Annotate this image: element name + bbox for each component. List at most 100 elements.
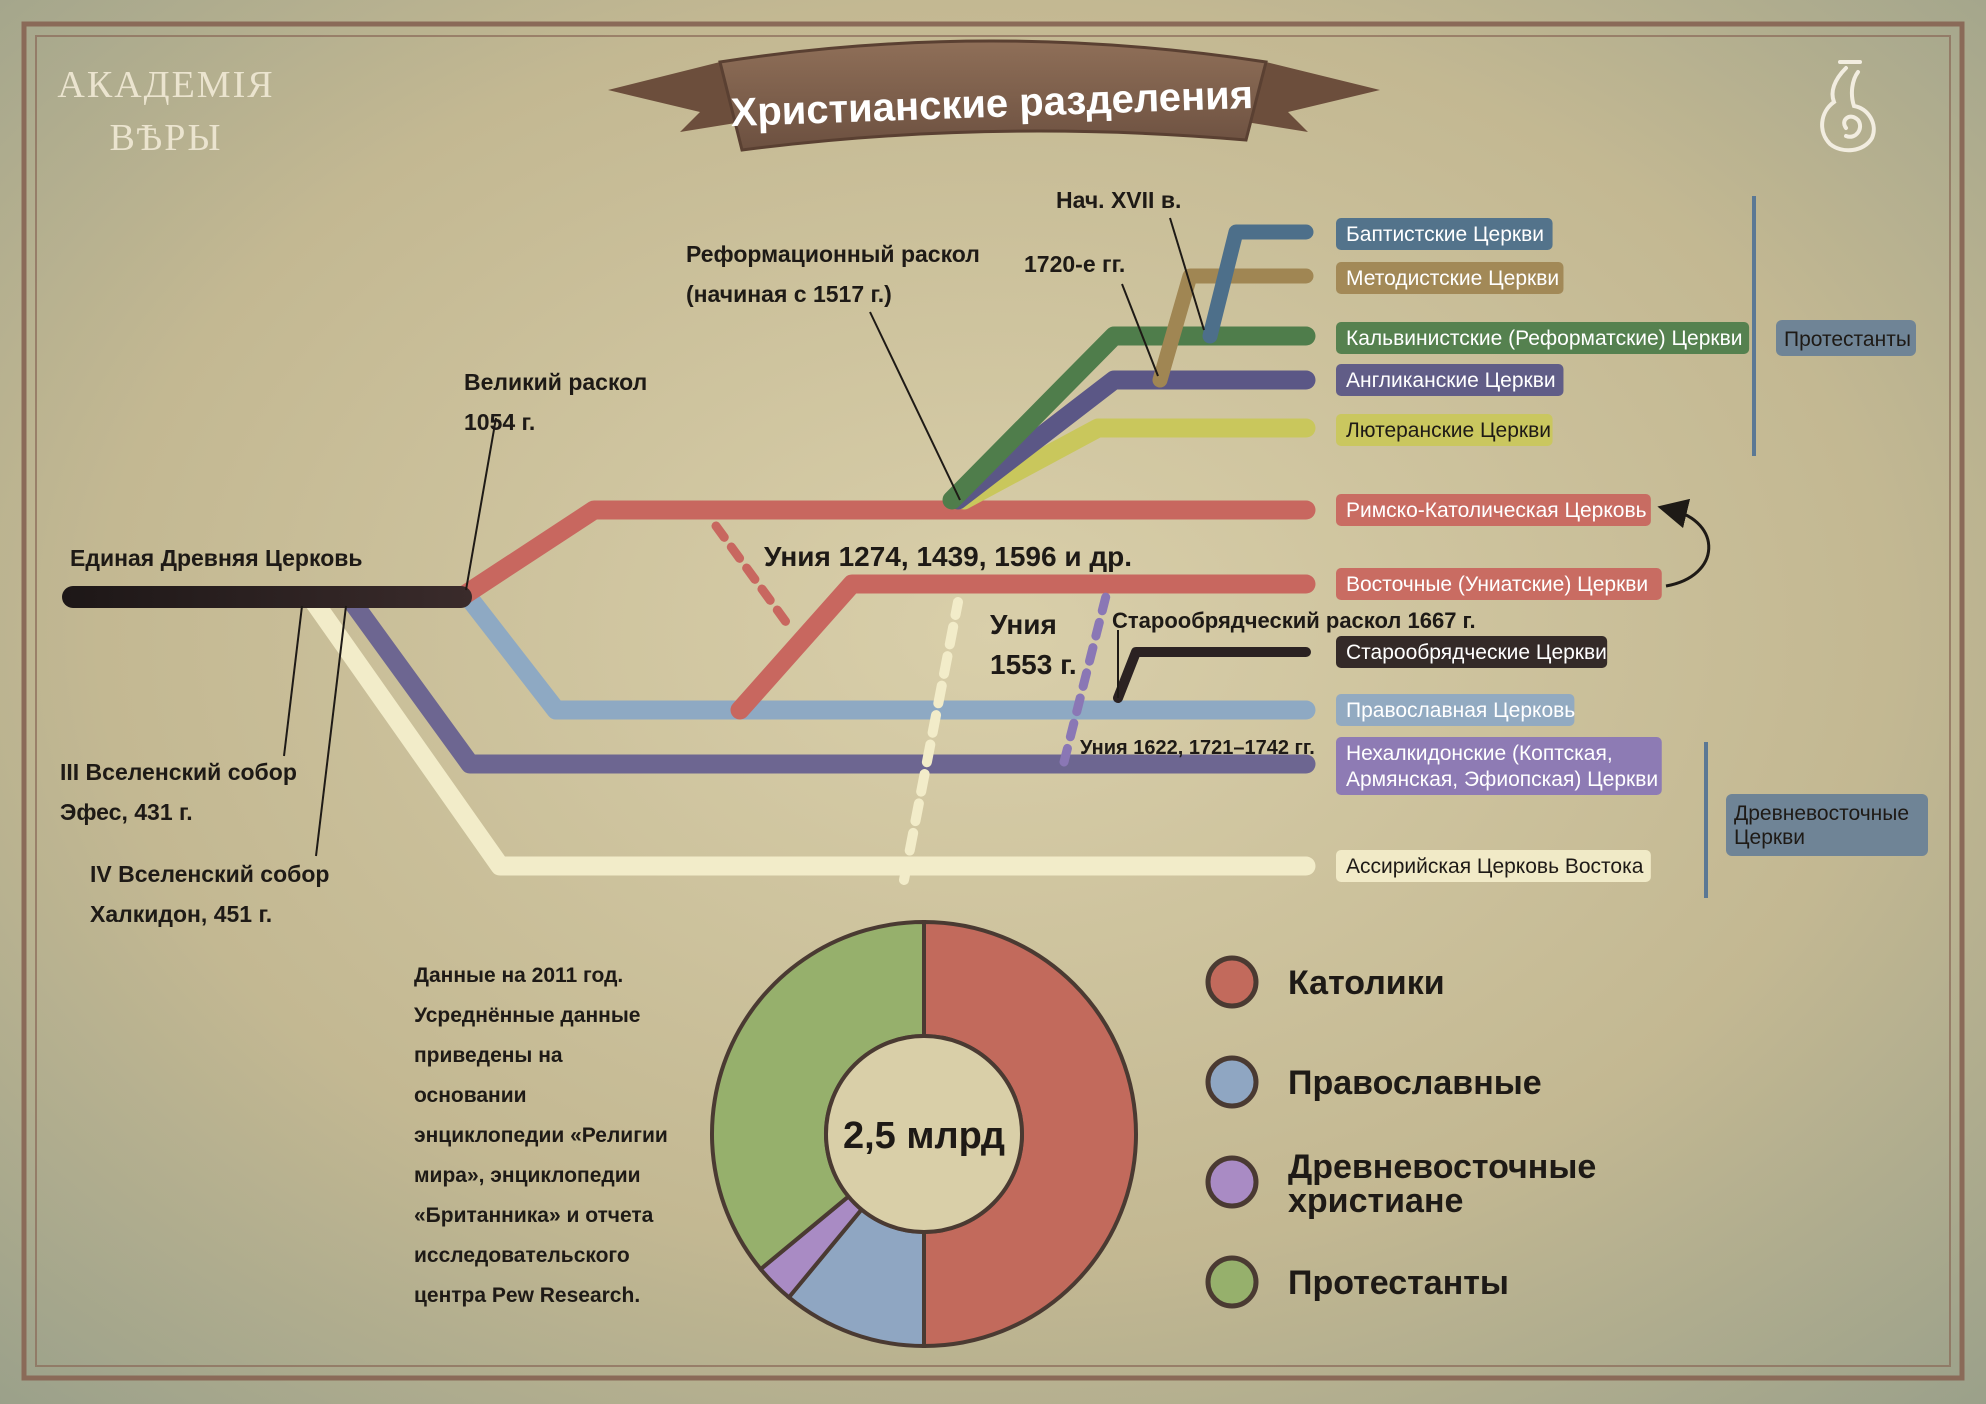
reformation-label: Реформационный раскол	[686, 241, 980, 267]
baptist-branch	[1202, 224, 1314, 344]
council4-place: Халкидон, 451 г.	[90, 901, 272, 927]
inner-frame	[35, 35, 1951, 1367]
calvinist-branch	[942, 326, 1316, 510]
church-badge-bg	[1336, 414, 1553, 446]
footnote-line: «Британника» и отчета	[414, 1204, 654, 1227]
legend-label: Православные	[1288, 1064, 1542, 1102]
church-label: Ассирийская Церковь Востока	[1346, 855, 1644, 878]
protestants-group-label: Протестанты	[1784, 328, 1911, 351]
reformation-date: (начиная с 1517 г.)	[686, 281, 892, 307]
assyrian-branch	[300, 586, 1316, 876]
great-schism-year: 1054 г.	[464, 409, 535, 435]
footnote-line: Усреднённые данные	[414, 1004, 640, 1027]
y1720-pointer	[1121, 283, 1159, 377]
anglican-branch	[948, 370, 1316, 510]
donut-center-label: 2,5 млрд	[843, 1115, 1005, 1157]
protestants-group-bg	[1776, 320, 1916, 356]
church-badge-bg	[1336, 568, 1662, 600]
outer-frame	[21, 21, 1965, 1381]
union-1622-dashes	[1059, 591, 1111, 767]
footnote-line: мира», энциклопедии	[414, 1164, 641, 1187]
union-1622-label: Уния 1622, 1721–1742 гг.	[1080, 737, 1315, 759]
logo-line-1: АКАДЕМIЯ	[57, 64, 274, 106]
oriental-group-bg	[1726, 794, 1928, 856]
church-badge: Восточные (Униатские) Церкви	[1336, 568, 1662, 600]
council4-pointer	[315, 605, 347, 857]
ancient-church-trunk	[62, 586, 472, 608]
church-label: Баптистские Церкви	[1346, 223, 1544, 246]
uniate-branch	[730, 574, 1316, 720]
union-1553-year: 1553 г.	[990, 649, 1077, 680]
church-badge: Баптистские Церкви	[1336, 218, 1553, 250]
church-badge: Римско-Католическая Церковь	[1336, 494, 1651, 526]
church-badge: Нехалкидонские (Коптская, Армянская, Эфио…	[1336, 737, 1662, 795]
great-schism-pointer	[465, 417, 497, 591]
church-label: Армянская, Эфиопская) Церкви	[1346, 768, 1658, 791]
legend-swatch	[1205, 1155, 1259, 1209]
church-label: Лютеранские Церкви	[1346, 419, 1551, 442]
church-label: Англиканские Церкви	[1346, 369, 1556, 392]
academy-logo: АКАДЕМIЯ ВѢРЫ	[57, 64, 274, 159]
footnote-line: центра Pew Research.	[414, 1284, 640, 1307]
old-believer-schism-label: Старообрядческий раскол 1667 г.	[1112, 608, 1476, 633]
y1720-label: 1720-е гг.	[1024, 251, 1125, 277]
legend-swatch	[1205, 1255, 1259, 1309]
footnote-line: исследовательского	[414, 1244, 630, 1267]
church-badge: Ассирийская Церковь Востока	[1336, 850, 1651, 882]
church-badge-bg	[1336, 364, 1564, 396]
legend-swatch	[1205, 955, 1259, 1009]
uniate-catholic-arrow	[1657, 498, 1711, 588]
council3-pointer	[283, 605, 303, 757]
footnote-line: энциклопедии «Религии	[414, 1124, 668, 1147]
reformation-pointer	[869, 311, 961, 501]
legend-swatch	[1205, 1055, 1259, 1109]
oriental-branch	[338, 586, 1316, 774]
church-label: Нехалкидонские (Коптская,	[1346, 742, 1613, 765]
footnote-line: приведены на	[414, 1044, 563, 1067]
church-badge: Англиканские Церкви	[1336, 364, 1564, 396]
church-label: Кальвинистские (Реформатские) Церкви	[1346, 327, 1742, 350]
church-badge-bg	[1336, 494, 1651, 526]
council3-label: III Вселенский собор	[60, 759, 297, 785]
church-badge: Православная Церковь	[1336, 694, 1575, 726]
union-1553-dashes	[899, 597, 963, 885]
church-label: Православная Церковь	[1346, 699, 1575, 722]
legend-label: Католики	[1288, 964, 1445, 1002]
early17-label: Нач. XVII в.	[1056, 187, 1181, 213]
council3-place: Эфес, 431 г.	[60, 799, 193, 825]
oriental-group-label: Древневосточные	[1734, 802, 1909, 825]
church-badge: Старообрядческие Церкви	[1336, 636, 1608, 668]
footnote-line: основании	[414, 1084, 527, 1107]
church-badge: Кальвинистские (Реформатские) Церкви	[1336, 322, 1750, 354]
logo-line-2: ВѢРЫ	[109, 117, 222, 159]
lutheran-branch	[954, 418, 1316, 510]
old-believer-branch	[1113, 647, 1311, 703]
church-badge-bg	[1336, 218, 1553, 250]
title-ribbon: Христианские разделения	[608, 39, 1380, 152]
legend-label: Древневосточные	[1288, 1148, 1596, 1186]
legend-label-2: христиане	[1288, 1182, 1463, 1220]
methodist-branch	[1152, 268, 1314, 388]
church-badge-bg	[1336, 262, 1564, 294]
union-catholic-dashes	[711, 521, 791, 627]
church-label: Римско-Католическая Церковь	[1346, 499, 1647, 522]
church-badge-bg	[1336, 737, 1662, 795]
oriental-group-label-2: Церкви	[1734, 826, 1805, 849]
union-1553-label: Уния	[990, 609, 1057, 640]
church-badge-bg	[1336, 636, 1608, 668]
church-badge: Лютеранские Церкви	[1336, 414, 1553, 446]
early17-pointer	[1169, 217, 1205, 331]
church-label: Старообрядческие Церкви	[1346, 641, 1607, 664]
footnote-line: Данные на 2011 год.	[414, 964, 623, 987]
church-label: Методистские Церкви	[1346, 267, 1559, 290]
council4-label: IV Вселенский собор	[90, 861, 329, 887]
legend-label: Протестанты	[1288, 1264, 1509, 1302]
church-badge: Методистские Церкви	[1336, 262, 1564, 294]
catholic-branch	[456, 500, 1316, 604]
orthodox-branch	[456, 584, 1316, 720]
church-badge-bg	[1336, 850, 1651, 882]
root-label: Единая Древняя Церковь	[70, 545, 363, 571]
